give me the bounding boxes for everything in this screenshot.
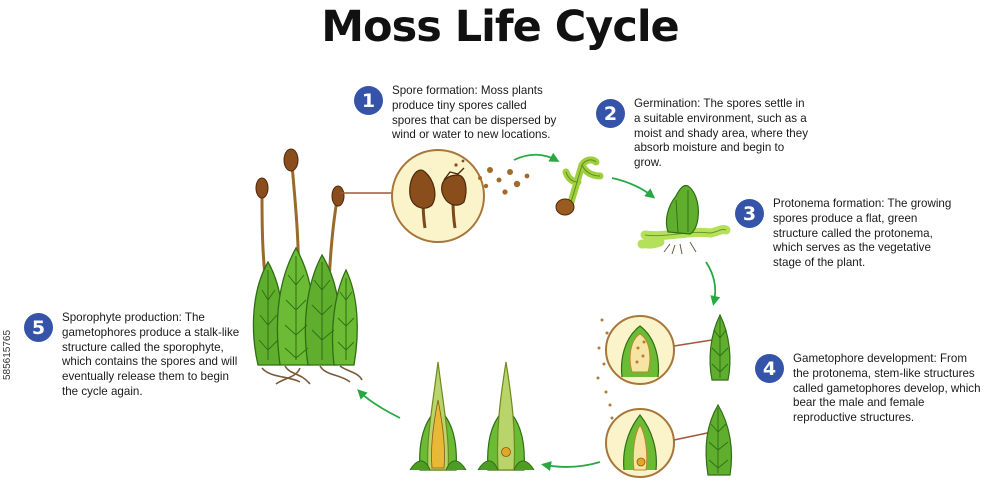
sporophyte-stage-left <box>409 361 467 471</box>
step-2: 2 Germination: The spores settle in a su… <box>596 97 811 171</box>
germinating-spore <box>555 156 604 216</box>
female-gametangium-circle <box>605 408 713 478</box>
male-gametophore-plant <box>709 313 731 381</box>
step-3-number-badge: 3 <box>735 199 764 228</box>
step-5-number-badge: 5 <box>24 313 53 342</box>
sporophyte-stage-right <box>477 361 535 471</box>
page-title: Moss Life Cycle <box>321 2 679 52</box>
protonema <box>637 184 731 255</box>
spore-formation-circle <box>391 149 485 243</box>
step-2-description: Germination: The spores settle in a suit… <box>634 97 809 170</box>
stock-id: 585615765 <box>2 329 13 380</box>
arrow-sporophyte-to-mature <box>357 389 401 419</box>
mature-moss-plant <box>252 148 400 385</box>
step-3: 3 Protonema formation: The growing spore… <box>735 197 960 271</box>
arrow-protonema-to-gametophore <box>705 261 721 306</box>
female-gametophore-plant <box>705 403 733 476</box>
step-3-description: Protonema formation: The growing spores … <box>773 197 952 270</box>
step-4-number-badge: 4 <box>755 354 784 383</box>
dispersed-spores <box>478 167 530 195</box>
step-2-number-badge: 2 <box>596 99 625 128</box>
step-4-description: Gametophore development: From the proton… <box>793 352 981 425</box>
step-4: 4 Gametophore development: From the prot… <box>755 352 985 426</box>
step-5: 5 Sporophyte production: The gametophore… <box>24 311 246 400</box>
step-1-number-badge: 1 <box>354 86 383 115</box>
step-1-description: Spore formation: Moss plants produce tin… <box>392 84 557 142</box>
male-gametangium-circle <box>605 315 713 385</box>
cycle-arrows <box>357 152 721 471</box>
step-5-description: Sporophyte production: The gametophores … <box>62 311 240 398</box>
arrow-gametophore-to-sporophyte <box>541 461 601 471</box>
arrow-spores-to-germination <box>513 152 560 162</box>
step-1: 1 Spore formation: Moss plants produce t… <box>354 84 559 143</box>
sperm-dots <box>596 318 614 420</box>
arrow-germination-to-protonema <box>611 177 656 199</box>
